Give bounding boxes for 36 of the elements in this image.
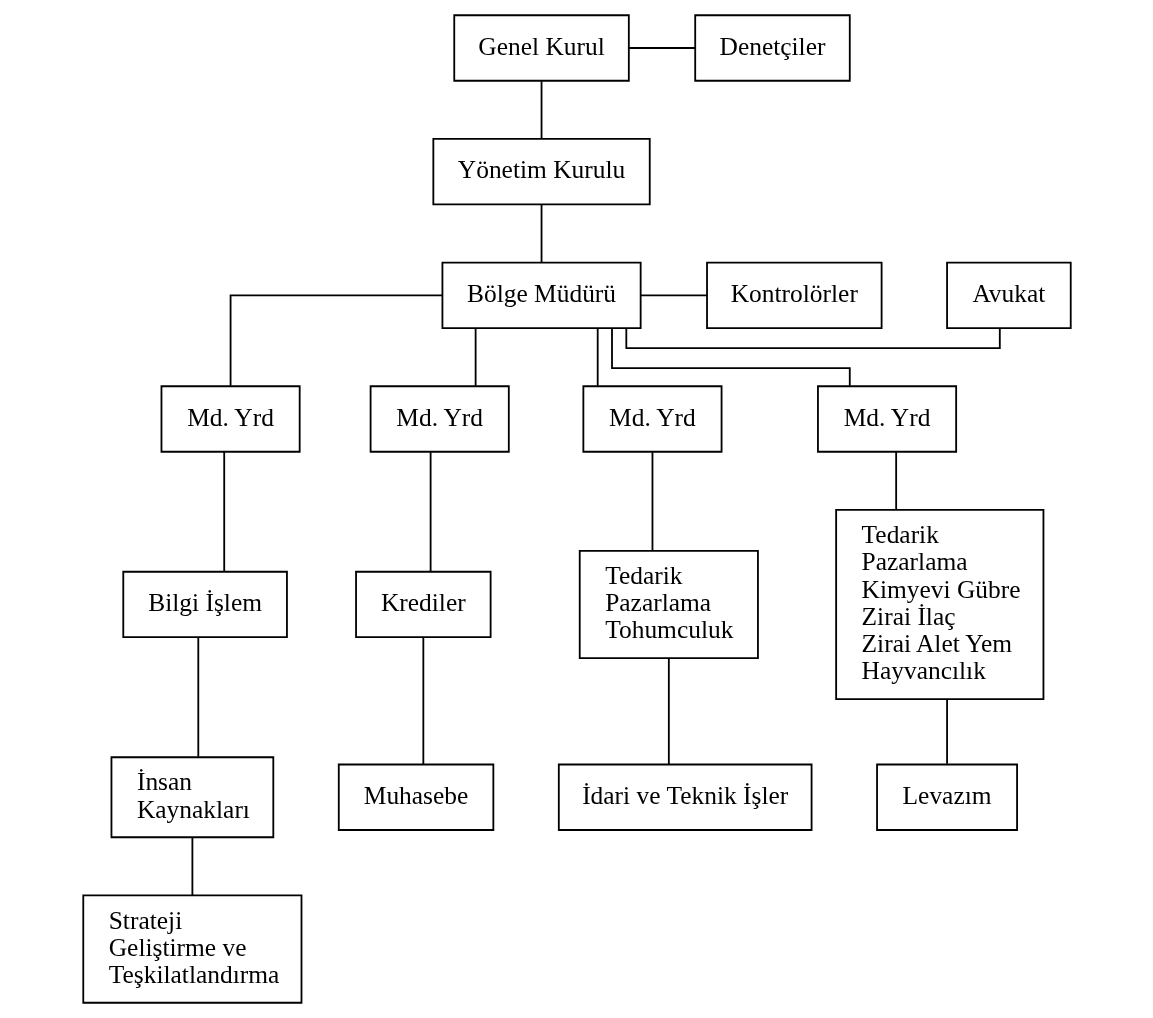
connector [894,451,897,511]
node-box: Genel Kurul [452,14,630,82]
node-box: Md. Yrd [369,385,510,453]
connector [540,80,542,140]
connector [667,657,670,766]
node-box: İdari ve Teknik İşler [557,763,812,831]
node-box: Md. Yrd [816,385,957,453]
connector [222,451,225,573]
node-box: Bilgi İşlem [121,570,288,639]
connector [190,837,193,897]
node-box: Md. Yrd [160,385,301,453]
node-box: Tedarik Pazarlama Kimyevi Gübre Zirai İlaç Zirai Alet Yem Hayvancılık [834,509,1044,700]
connector [945,698,948,765]
node-box: Levazım [875,763,1018,831]
node-box: Muhasebe [337,763,494,831]
node-box: Yönetim Kurulu [431,138,651,206]
connector [474,327,477,387]
connector [229,294,443,387]
connector [639,294,708,297]
connector [540,203,542,263]
node-box: İnsan Kaynakları [110,756,274,839]
node-box: Kontrolörler [705,261,882,329]
connector [421,637,424,765]
connector [596,327,599,387]
connector [624,327,1001,349]
node-box: Bölge Müdürü [441,261,642,329]
node-box: Md. Yrd [581,385,722,453]
connector [429,451,432,573]
node-box: Denetçiler [693,14,851,82]
node-box: Tedarik Pazarlama Tohumculuk [578,549,759,660]
connector [196,637,199,758]
node-box: Krediler [354,570,492,639]
connector [651,451,653,552]
node-box: Avukat [945,261,1072,329]
connector [627,47,696,49]
node-box: Strateji Geliştirme ve Teşkilatlandırma [81,894,302,1004]
